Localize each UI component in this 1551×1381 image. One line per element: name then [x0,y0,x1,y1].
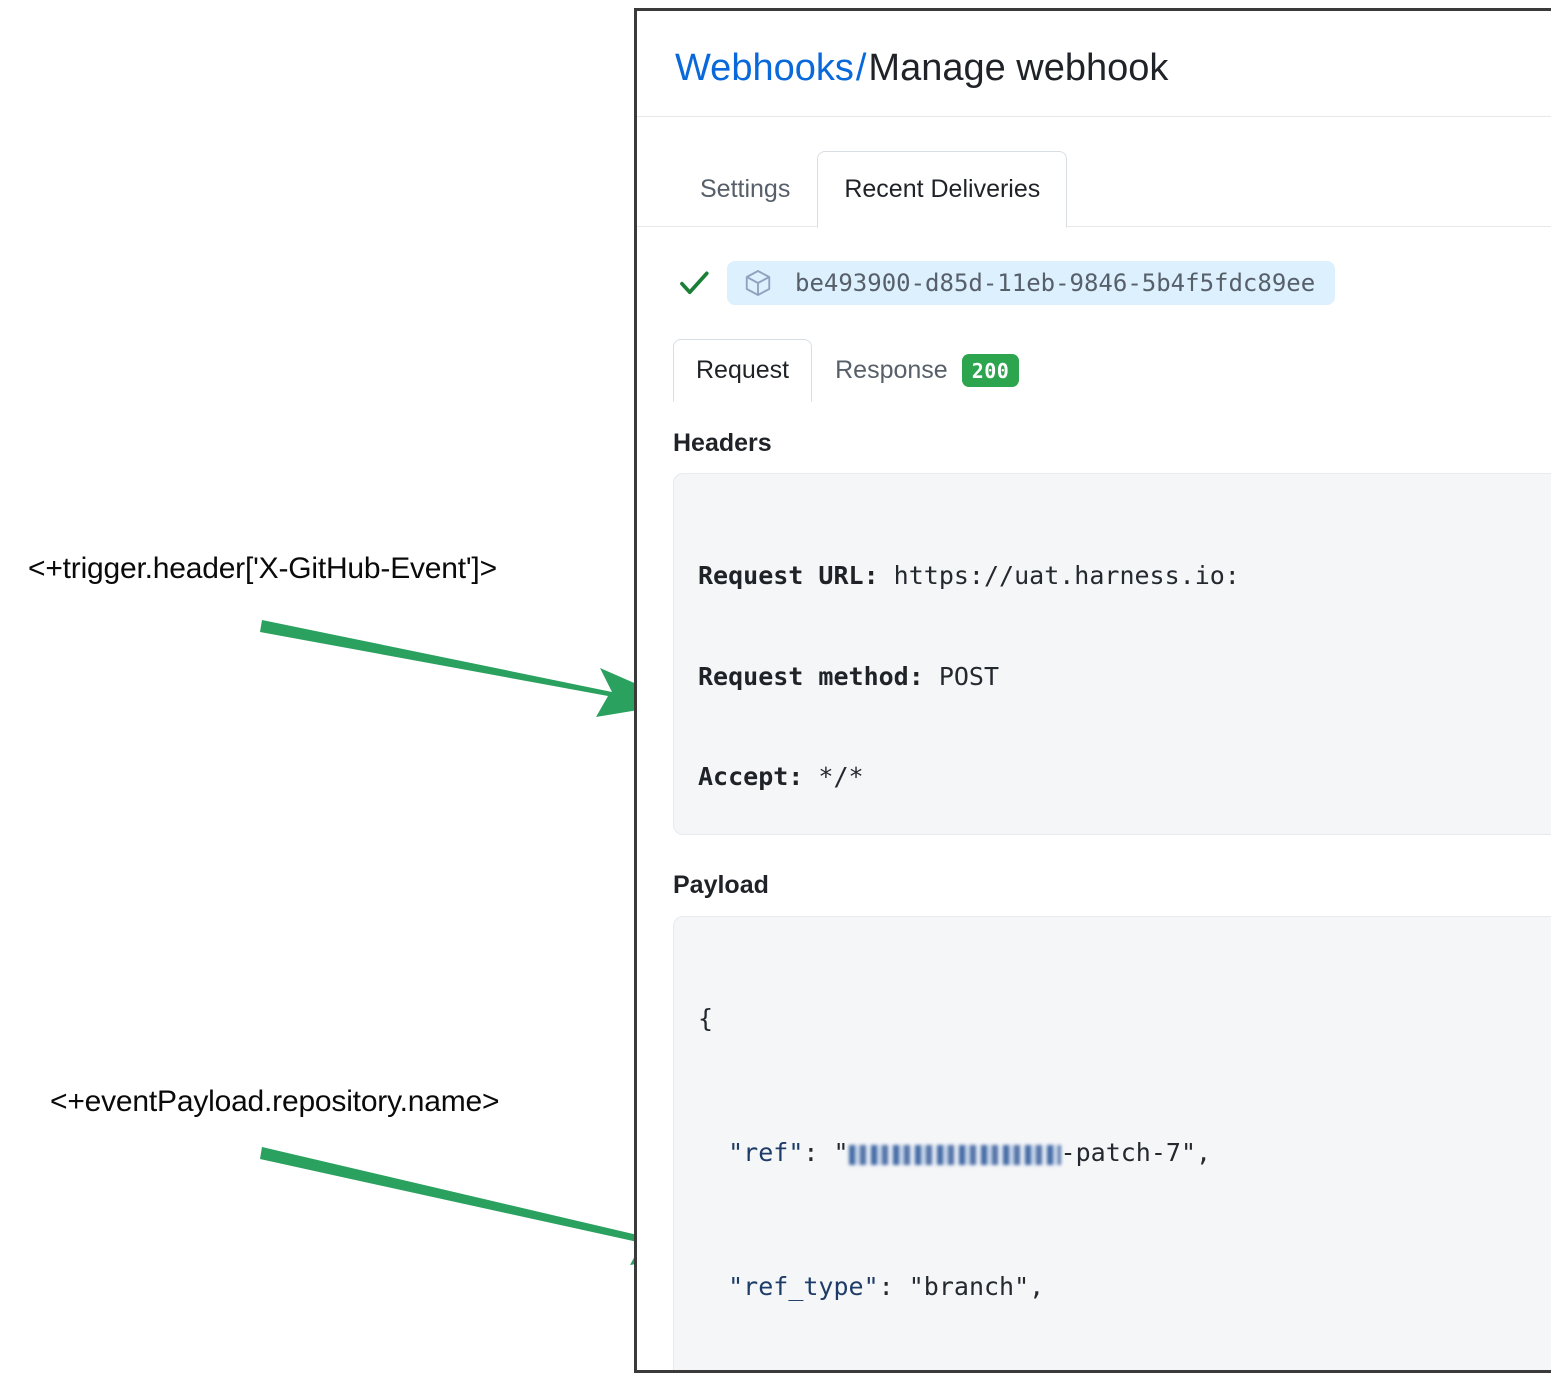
tab-request[interactable]: Request [673,339,813,402]
redacted-ref-user [848,1145,1061,1165]
payload-line: "ref": "-patch-7", [728,1138,1212,1167]
delivery-row[interactable]: be493900-d85d-11eb-9846-5b4f5fdc89ee [677,261,1336,305]
divider-under-title [637,116,1551,117]
divider-under-tabs [637,226,1551,227]
status-badge: 200 [961,354,1020,387]
tab-settings[interactable]: Settings [700,175,791,203]
headers-heading: Headers [673,429,772,457]
payload-heading: Payload [673,871,769,899]
delivery-id-chip[interactable]: be493900-d85d-11eb-9846-5b4f5fdc89ee [727,261,1336,305]
header-line: Request method: POST [698,661,1000,691]
annotation-label-trigger-header: <+trigger.header['X-GitHub-Event']> [28,552,497,585]
panel-content: Webhooks/Manage webhook Settings Recent … [637,11,1551,1370]
tab-response[interactable]: Response 200 [812,339,1042,401]
page-title: Webhooks/Manage webhook [675,47,1168,91]
package-icon [745,270,771,296]
tab-recent-deliveries[interactable]: Recent Deliveries [817,151,1068,228]
header-line: Accept: */* [698,762,864,791]
breadcrumb-webhooks-link[interactable]: Webhooks [675,47,854,89]
delivery-guid-text: be493900-d85d-11eb-9846-5b4f5fdc89ee [795,269,1316,297]
payload-code-block: { "ref": "-patch-7", "ref_type": "branch… [673,916,1551,1370]
breadcrumb-separator: / [855,47,867,89]
headers-code-block: Request URL: https://uat.harness.io: Req… [673,473,1551,835]
tab-request-label: Request [696,356,790,384]
tab-response-label: Response [835,356,948,384]
manage-webhook-panel: Webhooks/Manage webhook Settings Recent … [634,8,1551,1373]
header-line: Request URL: https://uat.harness.io: [698,561,1240,590]
breadcrumb-current: Manage webhook [868,47,1169,89]
secondary-tab-bar: Request Response 200 [673,339,1042,402]
primary-tab-bar: Settings Recent Deliveries [673,151,1068,228]
annotation-label-event-payload: <+eventPayload.repository.name> [50,1085,500,1118]
payload-line: "ref_type": "branch", [728,1272,1045,1301]
payload-line: { [698,1004,714,1033]
check-icon [680,271,709,295]
